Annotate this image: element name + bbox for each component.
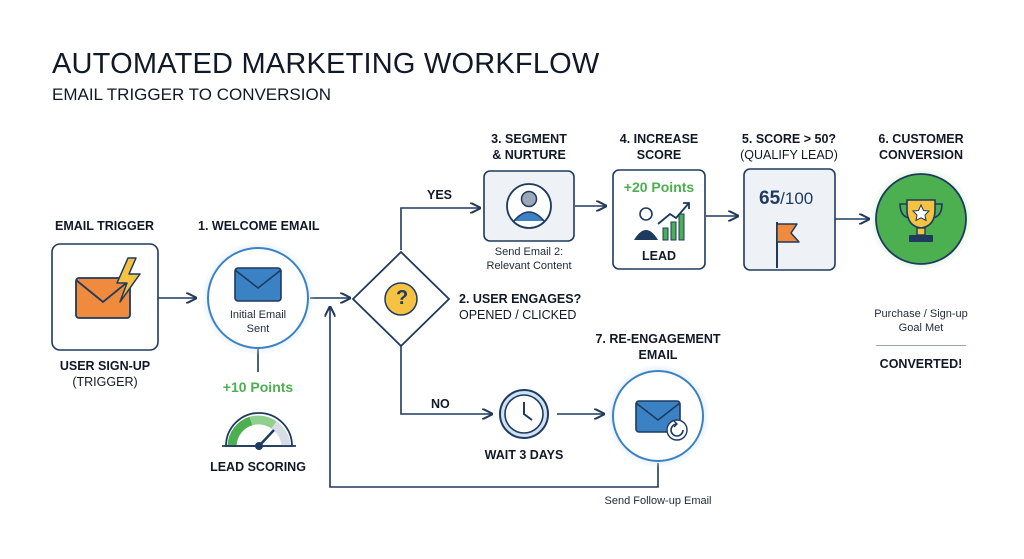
trophy-icon	[899, 199, 943, 242]
conversion-circle	[869, 167, 973, 271]
yes-label: YES	[427, 188, 453, 202]
conversion-divider	[876, 345, 966, 346]
reengage-heading-line1: 7. RE-ENGAGEMENT	[595, 332, 721, 346]
trigger-caption-line2: (TRIGGER)	[72, 375, 138, 389]
reengage-heading-line2: EMAIL	[638, 348, 678, 362]
flag-icon	[776, 222, 800, 268]
conversion-caption-line2: Goal Met	[898, 322, 944, 334]
segment-heading-line2: & NURTURE	[492, 148, 566, 162]
welcome-heading: 1. WELCOME EMAIL	[198, 219, 320, 233]
segment-heading: 3. SEGMENT & NURTURE	[479, 131, 579, 163]
lead-label: LEAD	[641, 249, 677, 263]
decision-label: 2. USER ENGAGES? OPENED / CLICKED	[459, 291, 581, 323]
arrow-yes-branch	[400, 208, 480, 250]
email-lightning-icon	[75, 257, 141, 319]
increase-heading-line1: 4. INCREASE	[619, 132, 699, 146]
welcome-body: Initial Email Sent	[218, 308, 298, 336]
qualify-heading-line2: (QUALIFY LEAD)	[740, 148, 838, 162]
connectors	[158, 206, 869, 488]
conversion-heading-line2: CONVERSION	[878, 148, 964, 162]
reengage-heading: 7. RE-ENGAGEMENT EMAIL	[593, 331, 723, 363]
increase-heading-line2: SCORE	[636, 148, 682, 162]
increase-heading: 4. INCREASE SCORE	[609, 131, 709, 163]
increase-points: +20 Points	[623, 179, 695, 195]
decision-label-line1: 2. USER ENGAGES?	[459, 292, 582, 306]
envelope-icon	[234, 267, 282, 302]
qualify-box	[743, 168, 836, 271]
reengage-caption: Send Follow-up Email	[604, 495, 712, 507]
qualify-score: 65/100	[759, 188, 813, 210]
score-max: /100	[780, 189, 814, 208]
decision-symbol: ?	[396, 287, 409, 309]
welcome-points: +10 Points	[222, 379, 294, 395]
qualify-heading: 5. SCORE > 50? (QUALIFY LEAD)	[734, 131, 844, 163]
page-subtitle: EMAIL TRIGGER TO CONVERSION	[52, 85, 331, 104]
trigger-heading: EMAIL TRIGGER	[55, 219, 155, 233]
segment-caption-line1: Send Email 2:	[494, 246, 564, 258]
clock-icon	[499, 389, 549, 439]
lead-scoring-label: LEAD SCORING	[210, 460, 306, 474]
wait-label: WAIT 3 DAYS	[484, 448, 564, 462]
page-title: AUTOMATED MARKETING WORKFLOW	[52, 48, 600, 80]
trigger-caption: USER SIGN-UP (TRIGGER)	[55, 358, 155, 390]
conversion-caption: Purchase / Sign-up Goal Met	[861, 307, 981, 335]
segment-box	[483, 170, 575, 242]
trigger-box	[51, 243, 159, 351]
score-value: 65	[759, 188, 781, 209]
decision-diamond	[351, 250, 451, 348]
segment-heading-line1: 3. SEGMENT	[491, 132, 567, 146]
trigger-caption-line1: USER SIGN-UP	[59, 359, 151, 373]
qualify-heading-line1: 5. SCORE > 50?	[741, 132, 837, 146]
arrow-no-branch	[400, 345, 492, 414]
arrow-loop-back	[330, 307, 659, 488]
conversion-heading-line1: 6. CUSTOMER	[878, 132, 964, 146]
segment-caption: Send Email 2: Relevant Content	[474, 245, 584, 273]
gauge-icon	[222, 412, 296, 450]
increase-score-box	[612, 169, 706, 270]
welcome-circle	[201, 241, 315, 355]
decision-label-line2: OPENED / CLICKED	[459, 308, 577, 322]
conversion-caption-line1: Purchase / Sign-up	[874, 308, 968, 320]
welcome-body-line2: Sent	[246, 323, 270, 335]
envelope-refresh-icon	[635, 400, 688, 441]
growth-chart-icon	[634, 202, 690, 241]
welcome-body-line1: Initial Email	[229, 309, 287, 321]
segment-caption-line2: Relevant Content	[486, 260, 572, 272]
user-profile-icon	[506, 183, 552, 229]
reengage-circle	[606, 364, 710, 468]
conversion-heading: 6. CUSTOMER CONVERSION	[866, 131, 976, 163]
converted-status: CONVERTED!	[879, 357, 963, 371]
no-label: NO	[431, 397, 450, 411]
